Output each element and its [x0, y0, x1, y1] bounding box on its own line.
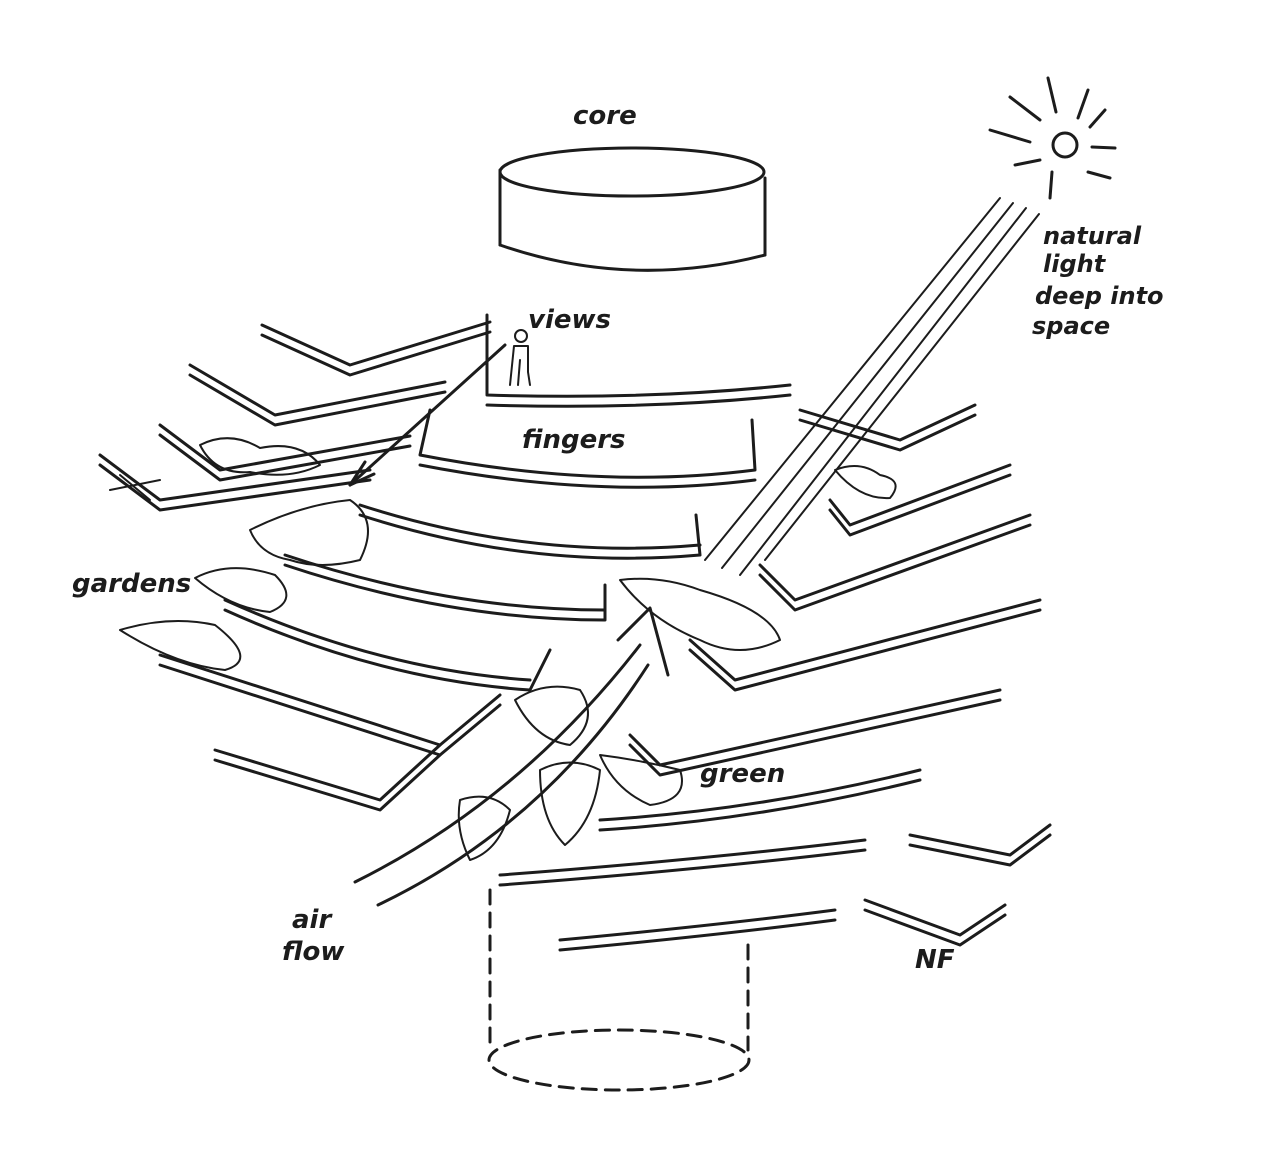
label-gardens: gardens — [72, 569, 191, 599]
label-green: green — [700, 759, 785, 789]
label-fingers: fingers — [522, 425, 626, 455]
label-natural: natural — [1043, 222, 1142, 250]
base-cylinder-dashed — [487, 888, 751, 1092]
slabs-left-upper — [98, 320, 492, 512]
label-core: core — [573, 101, 637, 131]
core-cylinder — [498, 146, 767, 272]
label-deep-into: deep into — [1035, 282, 1164, 310]
label-nf: NF — [915, 945, 955, 975]
slabs-right — [498, 403, 1052, 952]
person-icon — [509, 329, 531, 386]
label-light: light — [1043, 250, 1107, 278]
label-flow: flow — [282, 937, 345, 967]
label-views: views — [528, 305, 611, 335]
light-rays — [704, 197, 1040, 576]
garden-patches — [119, 437, 897, 861]
sun-icon — [988, 76, 1117, 200]
label-space: space — [1032, 312, 1110, 340]
arrow-icon — [353, 606, 670, 907]
label-air: air — [292, 905, 333, 935]
slabs-center — [158, 313, 792, 812]
